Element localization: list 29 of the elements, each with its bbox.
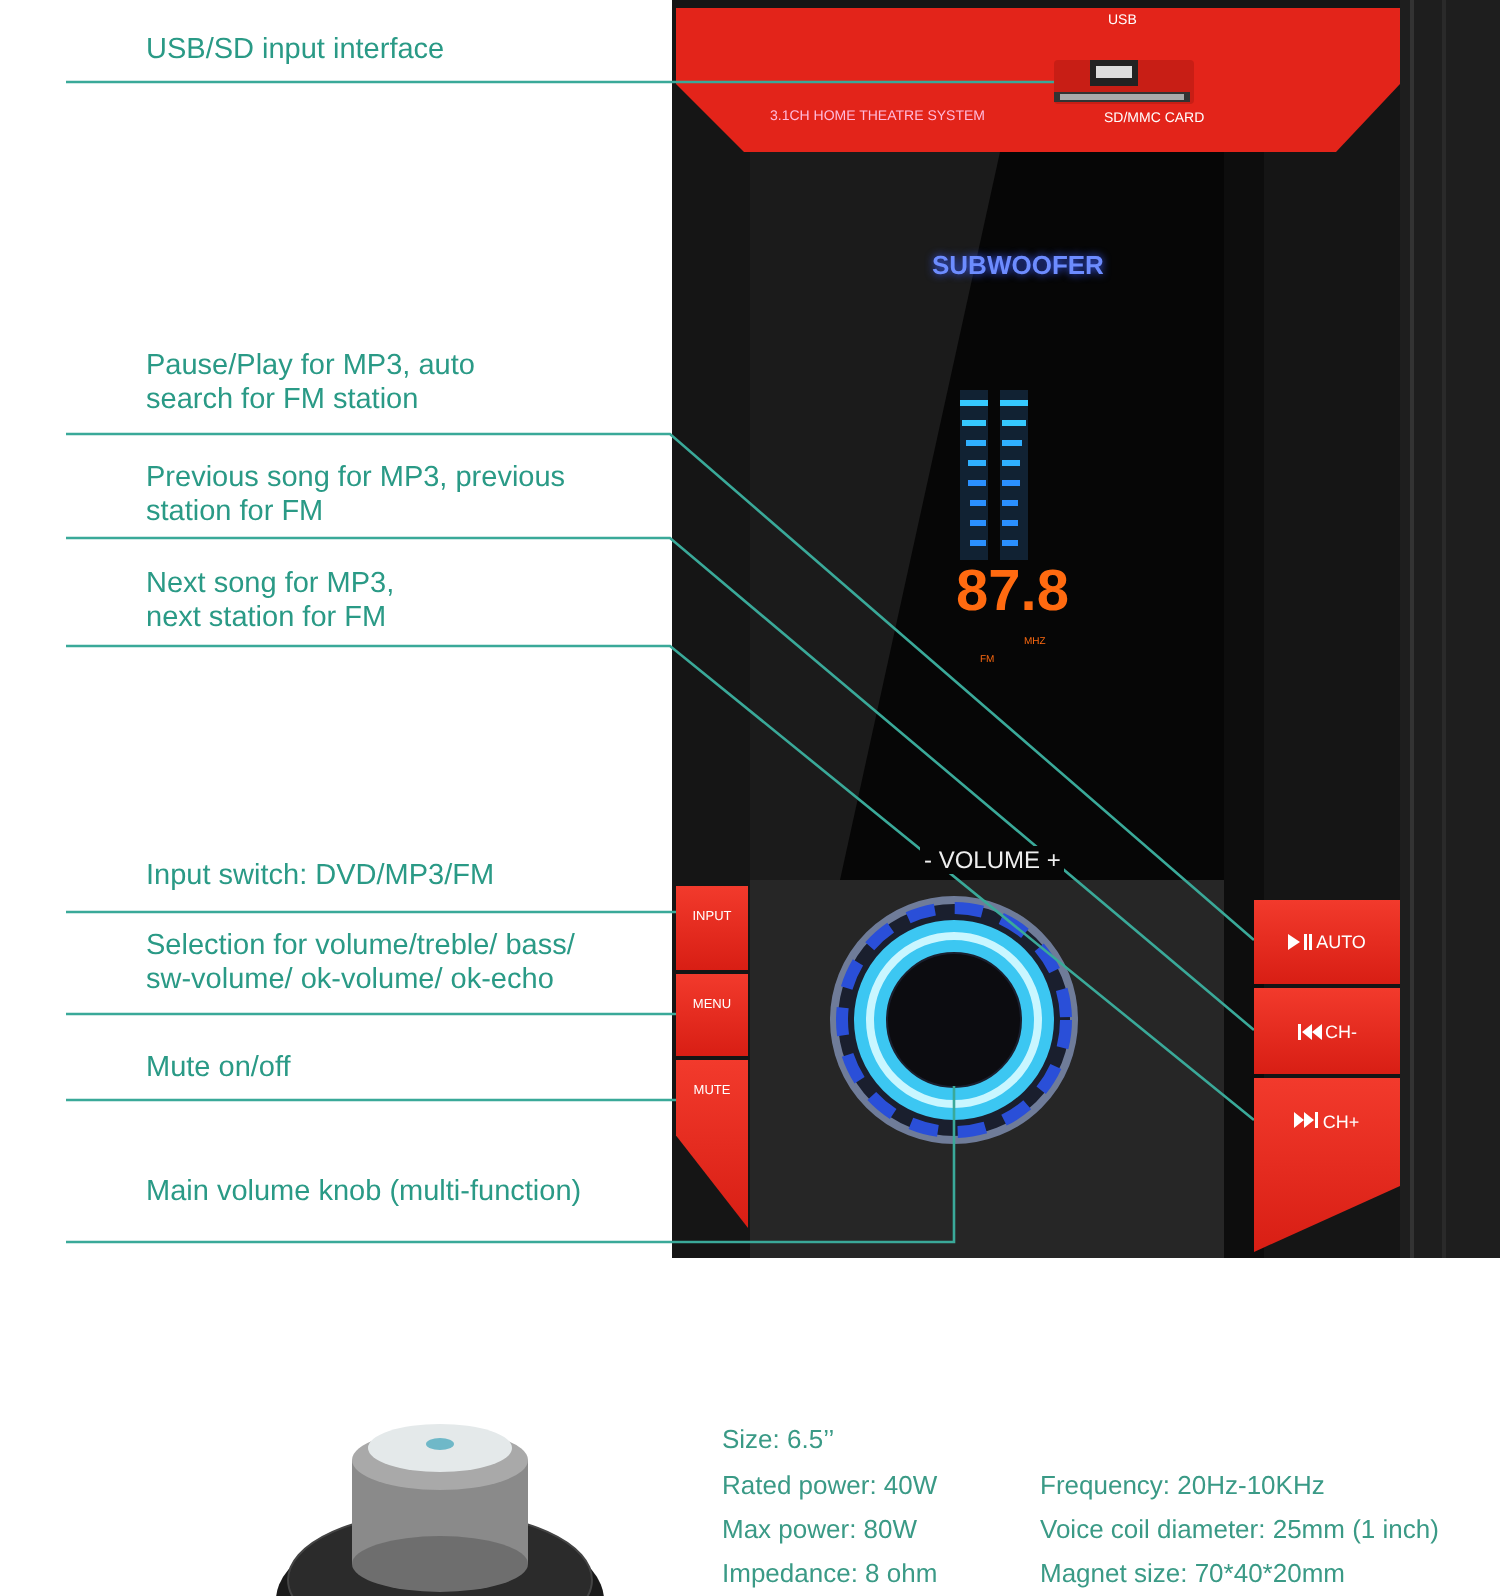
- callout-label: Next song for MP3, next station for FM: [66, 568, 670, 646]
- callout-label: Mute on/off: [66, 1052, 670, 1100]
- leader-line: [66, 80, 1054, 84]
- leader-line: [66, 910, 676, 914]
- callout-label: Previous song for MP3, previous station for FM: [66, 462, 670, 538]
- leader-line: [66, 536, 1255, 1031]
- leader-line: [66, 1086, 956, 1244]
- display-text: SUBWOOFER: [932, 250, 1104, 280]
- spec-text: Max power: 80W: [722, 1514, 918, 1544]
- callout-label: USB/SD input interface: [66, 34, 670, 82]
- callout-label: Selection for volume/treble/ bass/ sw-volume/ ok-volume/ ok-echo: [66, 930, 670, 1014]
- spec-text: Voice coil diameter: 25mm (1 inch): [1040, 1514, 1439, 1544]
- leader-line: [66, 432, 1255, 941]
- spec-text: Impedance: 8 ohm: [722, 1558, 938, 1588]
- leader-line: [66, 644, 1255, 1121]
- leader-line: [66, 1098, 676, 1102]
- usb-sd-slot-drawing: [1054, 60, 1194, 104]
- knob-label: - VOLUME +: [920, 846, 1065, 874]
- spec-text: Frequency: 20Hz-10KHz: [1040, 1470, 1325, 1500]
- callout-label: Input switch: DVD/MP3/FM: [66, 860, 670, 912]
- callout-label: Main volume knob (multi-function): [66, 1176, 670, 1242]
- control-button: AUTO: [1254, 900, 1400, 984]
- spec-text: Rated power: 40W: [722, 1470, 938, 1500]
- leader-line: [66, 1012, 676, 1016]
- spec-text: Size: 6.5’’: [722, 1424, 835, 1454]
- callout-label: Pause/Play for MP3, auto search for FM station: [66, 350, 670, 434]
- control-button: CH-: [1254, 988, 1400, 1074]
- spec-text: Magnet size: 70*40*20mm: [1040, 1558, 1345, 1588]
- frequency-readout: 87.8: [956, 560, 1069, 626]
